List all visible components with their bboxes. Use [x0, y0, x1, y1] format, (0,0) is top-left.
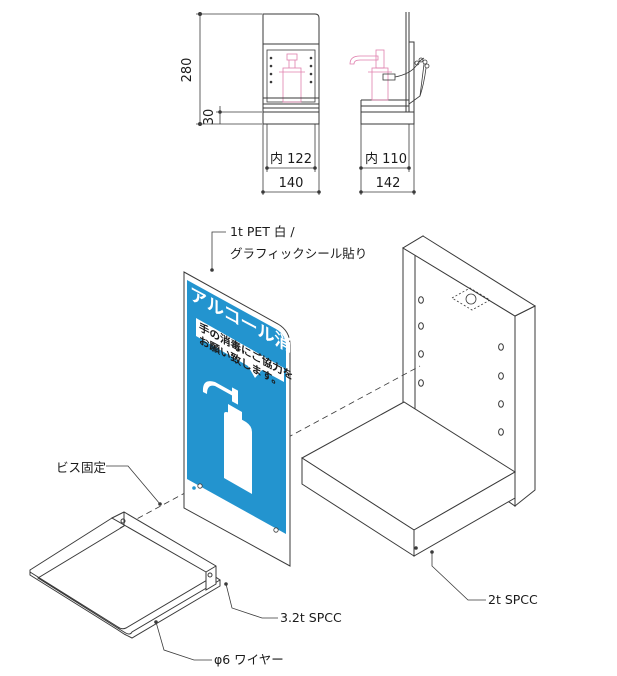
label-wire-material: φ6 ワイヤー — [214, 652, 284, 667]
sign-panel — [183, 271, 291, 567]
label-panel-material-line2: グラフィックシール貼り — [230, 246, 367, 261]
dim-outer-width-front: 140 — [279, 176, 304, 191]
front-height-dimensions — [196, 11, 262, 127]
label-stand-material: 2t SPCC — [488, 592, 538, 607]
side-width-dimensions — [359, 124, 416, 195]
side-view — [349, 12, 430, 125]
callout-leaders — [106, 231, 486, 661]
dim-height-total: 280 — [180, 58, 195, 83]
dim-height-base: 30 — [202, 109, 217, 126]
dim-inner-width-side: 内 110 — [365, 151, 407, 167]
callout-dots — [154, 268, 434, 624]
front-width-dimensions — [261, 124, 321, 195]
stand-corner-dots — [414, 546, 418, 550]
stand-body — [301, 235, 537, 557]
label-panel-material-line1: 1t PET 白 / — [230, 224, 295, 239]
label-screw-fixing: ビス固定 — [56, 460, 106, 475]
front-view — [262, 13, 320, 125]
dim-inner-width-front: 内 122 — [270, 151, 312, 167]
label-bracket-material: 3.2t SPCC — [280, 610, 342, 625]
dim-outer-width-side: 142 — [376, 176, 401, 191]
wire-bracket — [29, 511, 221, 639]
